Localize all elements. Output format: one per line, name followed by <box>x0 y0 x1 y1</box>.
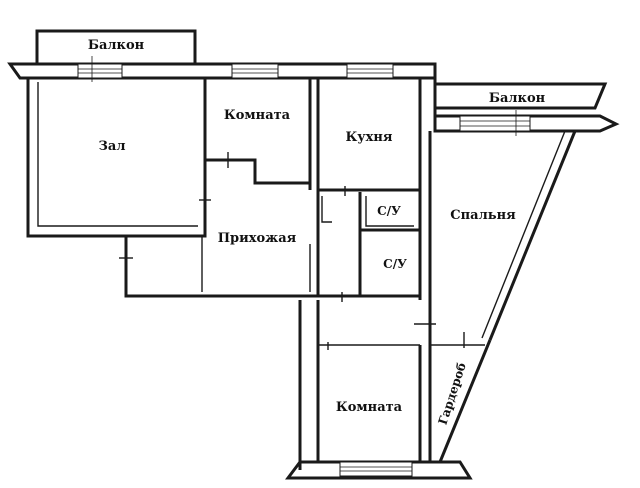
window-kitchen <box>346 63 394 79</box>
label-bathroom-1: С/У <box>377 204 401 218</box>
label-room-top: Комната <box>224 108 291 123</box>
door-marks <box>119 152 465 350</box>
balcony-left <box>35 29 197 63</box>
window-room-bottom <box>339 461 413 477</box>
window-hall <box>77 56 123 82</box>
label-wardrobe: Гардероб <box>436 361 469 427</box>
bedroom-walls <box>428 130 577 341</box>
label-balcony-left: Балкон <box>88 38 145 53</box>
label-kitchen: Кухня <box>345 130 392 145</box>
label-bedroom: Спальня <box>450 208 516 223</box>
balcony-right <box>433 82 620 133</box>
hall-walls <box>26 78 207 238</box>
hallway-walls <box>124 190 420 298</box>
room-top-walls <box>203 78 312 190</box>
bathroom-walls <box>321 192 420 297</box>
window-room-top <box>231 63 279 79</box>
room-bottom-walls <box>285 300 473 480</box>
label-balcony-right: Балкон <box>489 91 546 106</box>
label-bathroom-2: С/У <box>383 257 407 271</box>
label-hallway: Прихожая <box>218 231 297 246</box>
kitchen-walls <box>316 78 422 300</box>
window-bedroom <box>459 110 531 136</box>
label-room-bottom: Комната <box>336 400 403 415</box>
wardrobe-walls <box>428 339 492 463</box>
label-hall: Зал <box>99 139 126 154</box>
